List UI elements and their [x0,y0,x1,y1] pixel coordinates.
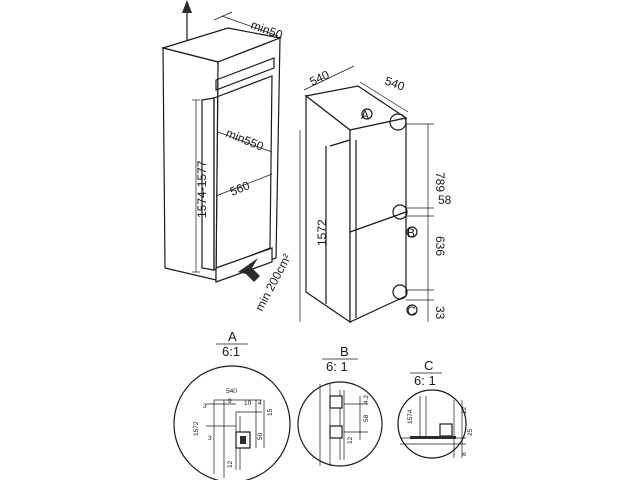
detail-c-dim-25: 25 [467,428,474,436]
detail-a-dim-1572: 1572 [193,421,200,436]
detail-c-scale: 6: 1 [414,373,436,388]
detail-a-dim-3b: 3 [208,435,212,442]
detail-b-label: B [340,344,349,359]
dim-789: 789 [433,172,447,192]
detail-circle-b [392,204,408,220]
top-panel-edge [215,57,275,91]
detail-a-dim-9: 9 [228,398,232,405]
detail-a-dim-12: 12 [227,460,234,468]
detail-c: C 6: 1 1574 12 8 25 [397,358,474,459]
appliance-side [305,94,351,324]
detail-b-dim-58: 58 [363,414,370,422]
detail-a-scale: 6:1 [222,344,240,359]
niche-left-wall [201,97,215,271]
detail-c-label: C [424,358,433,373]
detail-b-dim-12: 12 [347,436,354,444]
cabinet-drawing: min50 min550 560 1574-1577 min 200cm² [160,0,294,313]
detail-b: B 6: 1 4.2 58 12 [297,344,383,467]
dim-58: 58 [438,193,452,207]
detail-circle-c [392,284,408,300]
detail-a-label: A [228,329,237,344]
vent-arrow-icon [238,258,260,282]
detail-a-dim-10: 10 [244,400,252,407]
marker-a: A [361,108,369,122]
dim-appliance-width: 540 [383,74,407,94]
detail-c-dim-1574: 1574 [407,409,414,424]
detail-a-dim-15: 15 [267,408,274,416]
detail-a-dim-4: 4 [258,400,262,407]
hinge-b-bottom [329,425,343,439]
hinge-c [439,423,453,437]
dim-636: 636 [433,236,447,256]
dim-33: 33 [433,306,447,320]
detail-b-circle [297,381,383,467]
detail-a-circle [173,365,291,480]
cabinet-front [162,47,219,281]
hinge-b-top [329,395,343,409]
appliance-front [349,117,407,323]
marker-c: C [407,304,416,318]
detail-a: A 6:1 540 1572 3 9 10 15 4 3 50 12 [173,329,291,480]
appliance-drawing: 540 540 1572 789 58 636 33 A B C [299,65,452,324]
detail-c-dim-8: 8 [461,452,468,456]
detail-c-dim-12: 12 [461,406,468,414]
dim-appliance-depth: 540 [307,67,331,88]
detail-a-dim-50: 50 [257,432,264,440]
door-split-line [349,211,407,233]
detail-a-dim-540: 540 [226,388,237,395]
arrow-head-icon [182,0,192,13]
dim-cabinet-height: 1574-1577 [195,160,209,218]
cabinet-plinth [215,247,273,283]
detail-b-scale: 6: 1 [326,359,348,374]
detail-circle-a [389,113,407,131]
marker-b: B [407,226,415,240]
detail-b-dim-4-2: 4.2 [363,395,370,404]
dim-appliance-height: 1572 [315,219,329,246]
detail-a-dim-3: 3 [203,403,207,410]
detail-c-circle [397,389,467,459]
